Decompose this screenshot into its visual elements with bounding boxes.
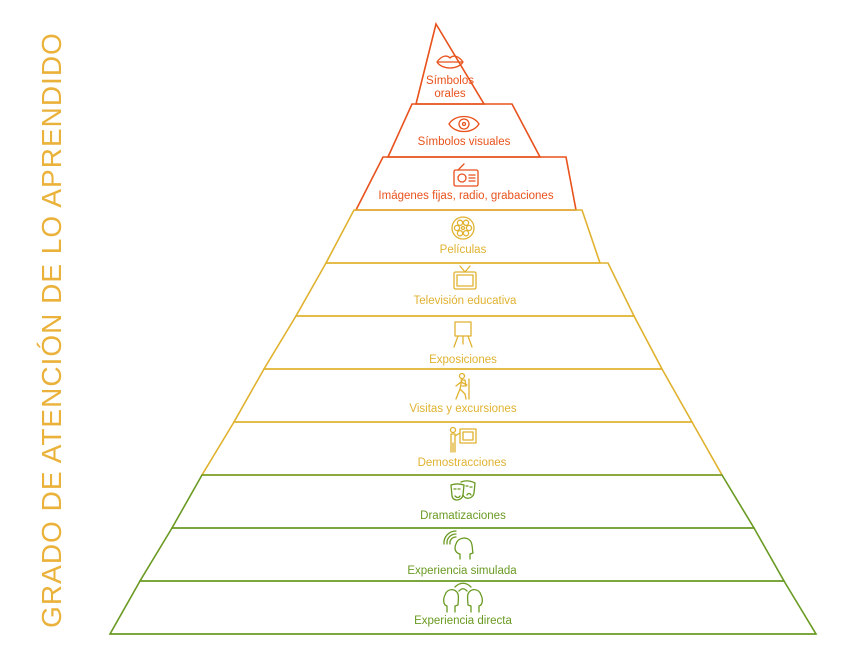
level-demostracciones: Demostracciones bbox=[200, 421, 724, 476]
hiker-icon bbox=[455, 372, 470, 400]
level-simbolos-visuales: Símbolos visuales bbox=[386, 103, 542, 158]
level-band bbox=[108, 580, 818, 635]
level-label: Demostracciones bbox=[418, 457, 507, 469]
level-peliculas: Películas bbox=[324, 209, 602, 264]
level-label: Dramatizaciones bbox=[420, 510, 506, 522]
presenter-icon bbox=[449, 426, 477, 453]
level-label: Exposiciones bbox=[429, 354, 497, 366]
level-label: Visitas y excursiones bbox=[409, 403, 516, 415]
level-label: Películas bbox=[440, 244, 487, 256]
level-experiencia-simulada: Experiencia simulada bbox=[138, 527, 786, 582]
level-band bbox=[386, 103, 542, 158]
radio-icon bbox=[453, 163, 479, 187]
easel-icon bbox=[453, 321, 473, 348]
level-television-educativa: Televisión educativa bbox=[294, 262, 636, 317]
level-label: orales bbox=[434, 88, 466, 100]
level-visitas-y-excursiones: Visitas y excursiones bbox=[232, 368, 694, 423]
level-band bbox=[354, 156, 577, 211]
level-experiencia-directa: Experiencia directa bbox=[108, 580, 818, 635]
level-label: Experiencia directa bbox=[414, 615, 512, 627]
level-dramatizaciones: Dramatizaciones bbox=[170, 474, 756, 529]
eye-icon bbox=[448, 115, 480, 133]
level-imagenes-fijas-radio-grabaciones: Imágenes fijas, radio, grabaciones bbox=[354, 156, 577, 211]
two-heads-icon bbox=[443, 582, 483, 613]
head-signal-icon bbox=[443, 530, 474, 560]
level-label: Símbolos visuales bbox=[418, 136, 511, 148]
level-label: Televisión educativa bbox=[414, 295, 518, 307]
television-icon bbox=[453, 265, 477, 290]
film-reel-icon bbox=[451, 216, 475, 240]
level-label: Experiencia simulada bbox=[407, 565, 517, 577]
level-label: Imágenes fijas, radio, grabaciones bbox=[378, 190, 553, 202]
mouth-icon bbox=[436, 55, 464, 69]
level-label: Símbolos bbox=[426, 75, 474, 87]
theater-masks-icon bbox=[450, 480, 476, 501]
level-exposiciones: Exposiciones bbox=[262, 315, 664, 370]
